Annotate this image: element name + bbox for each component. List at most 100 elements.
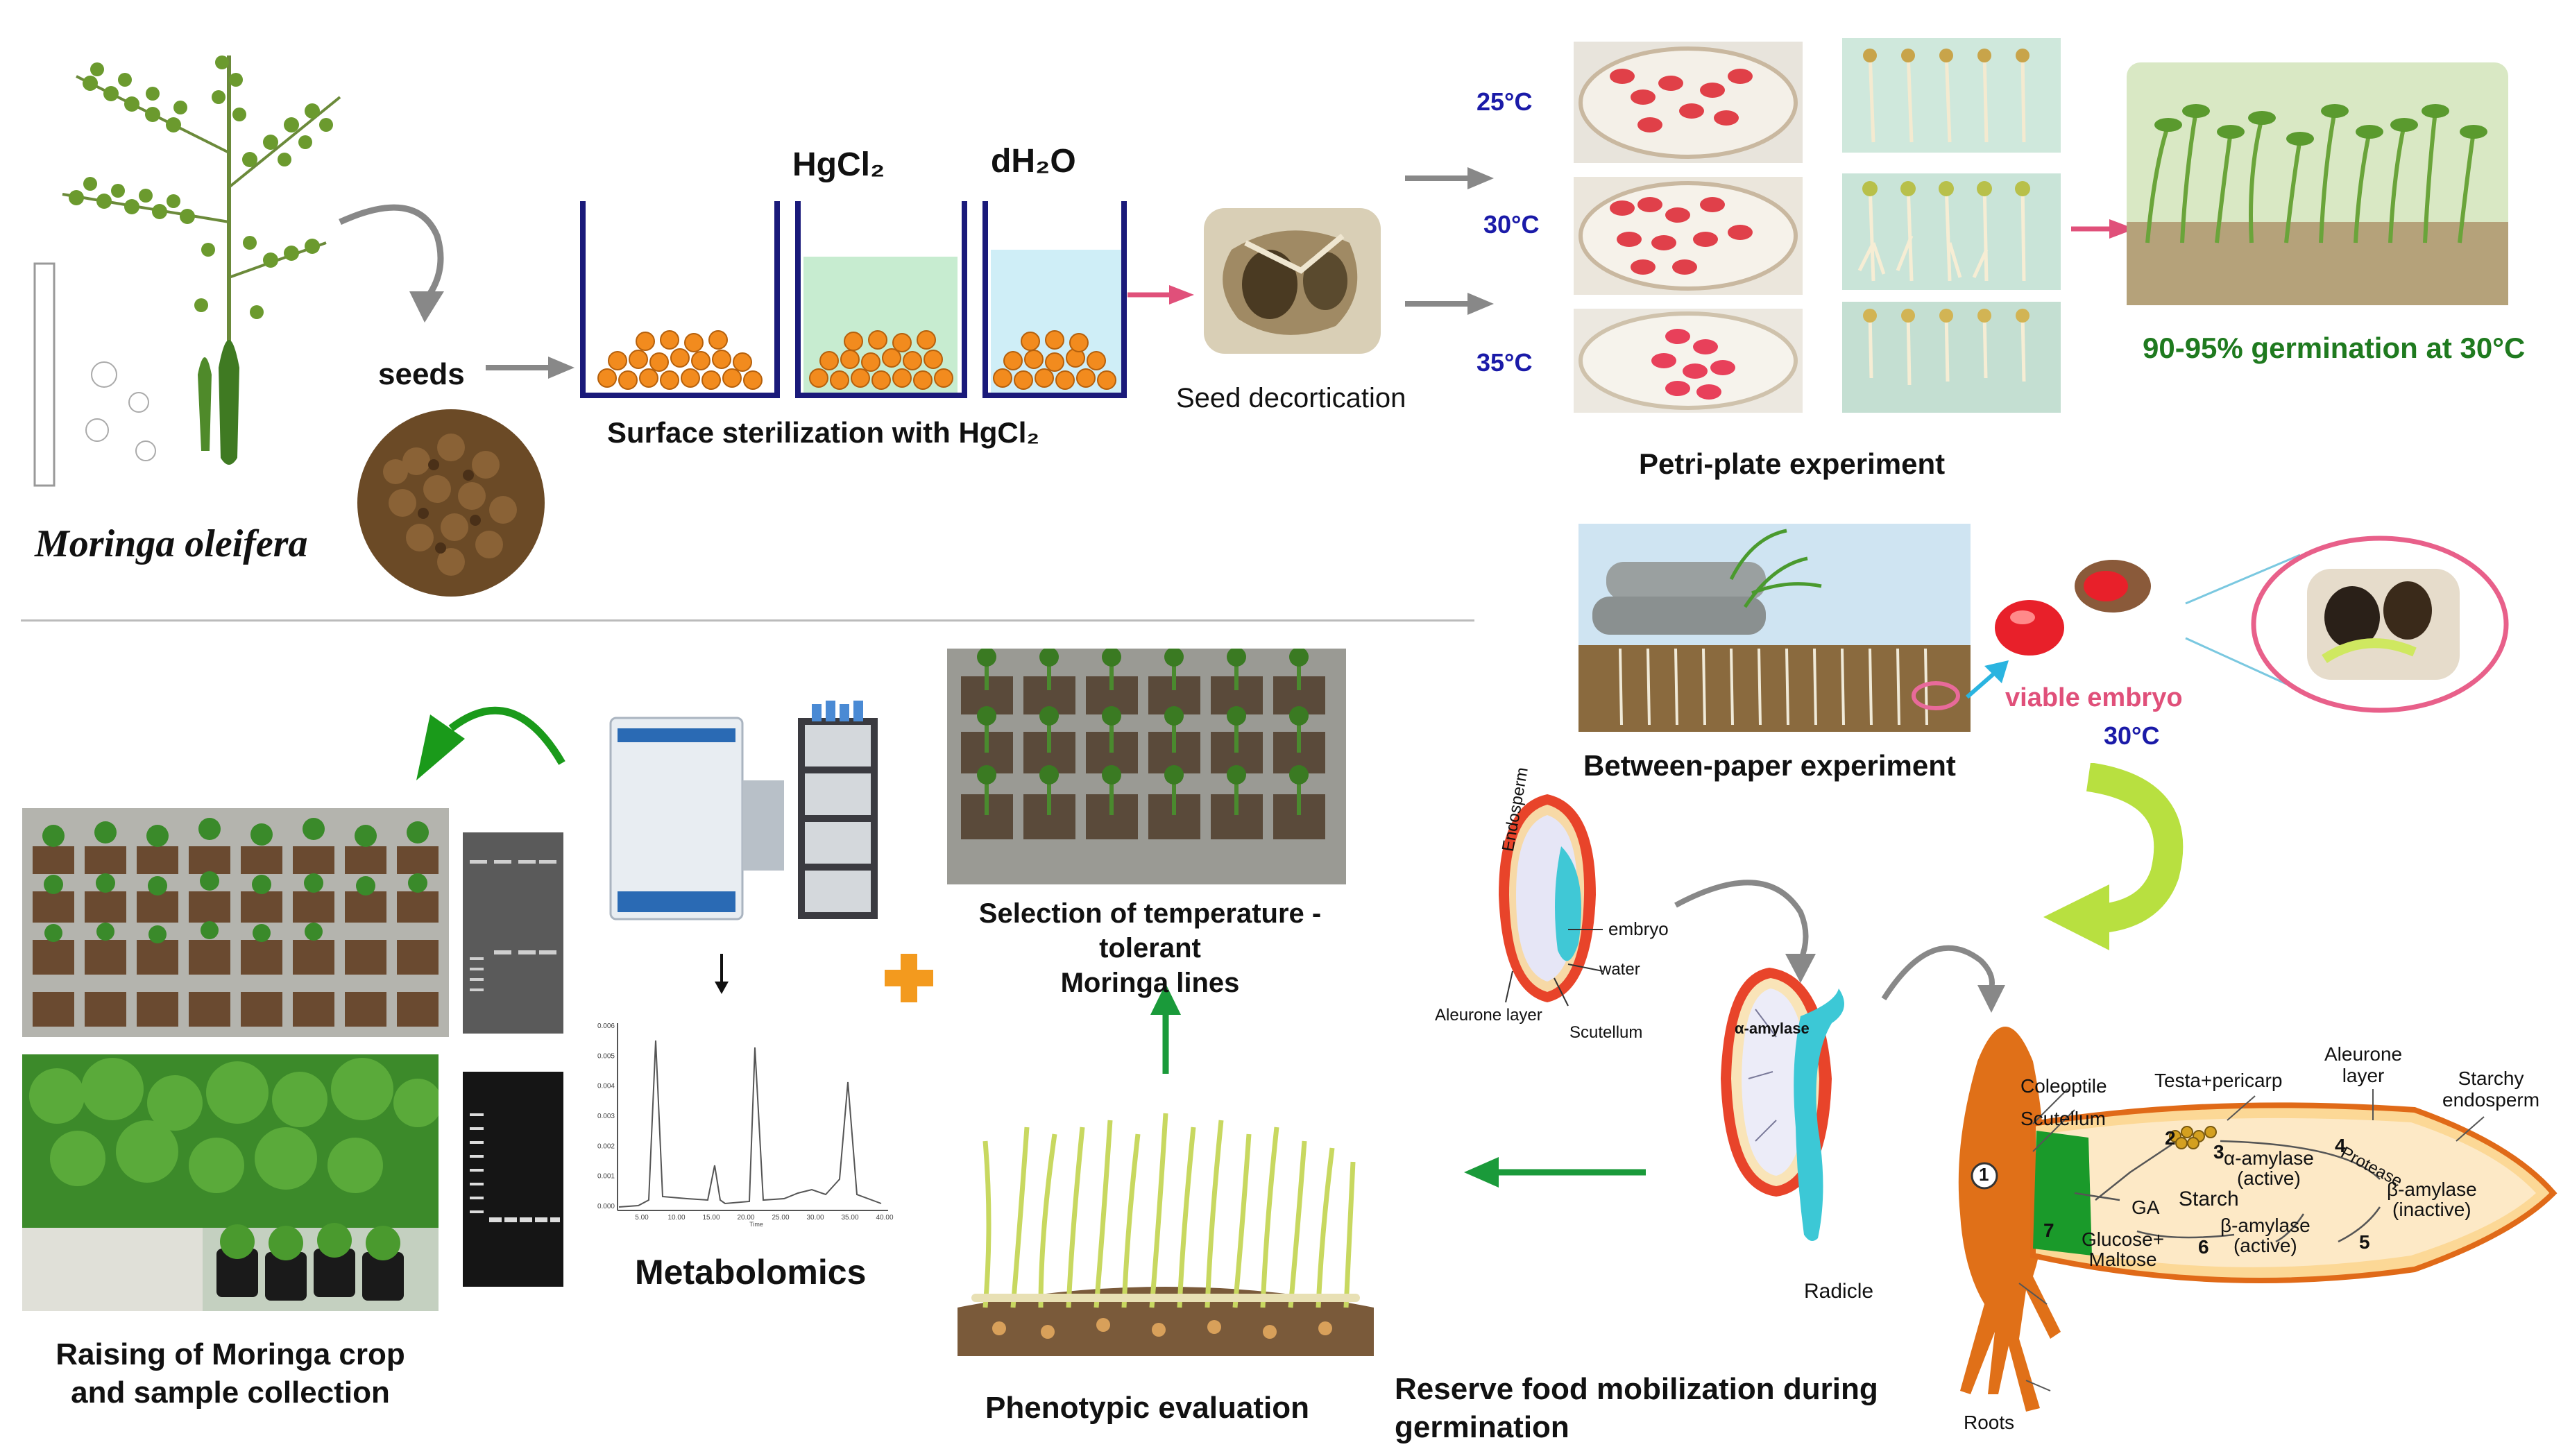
roots-label: Roots [1964,1412,2015,1433]
germination-result: 90-95% germination at 30°C [2143,332,2526,364]
testa-label: Testa+pericarp [2154,1070,2283,1091]
selection-tray-photo [947,649,1346,884]
curved-arrow-icon [1674,880,1816,983]
moringa-plant-illustration [33,55,341,487]
seed-pile-image [357,409,545,597]
seedling-tray-photo [22,808,449,1037]
species-label: Moringa oleifera [35,522,308,565]
x-tick-label: 15.00 [702,1214,720,1222]
arrow-right-icon [1405,167,1494,189]
curved-arrow-icon [339,204,444,323]
seed-section-diagram [1499,794,1596,1002]
arrow-right-icon [1405,293,1494,315]
selection-caption: Selection of temperature - tolerant Mori… [978,898,1322,998]
metabolomics-caption: Metabolomics [635,1253,867,1292]
seedlings-30-image [1842,173,2061,290]
coleoptile-label: Coleoptile [2020,1075,2107,1097]
y-tick-label: 0.005 [597,1052,615,1060]
green-arrow-up-icon [1150,984,1181,1074]
dh2o-label: dH₂O [991,143,1076,180]
viable-embryo-image [1995,560,2151,656]
y-tick-label: 0.006 [597,1022,615,1030]
chromatogram: 0.006 0.005 0.004 0.003 0.002 0.001 0.000 5.00 1… [590,1013,895,1228]
aleurone-layer-label: Aleurone layer [2324,1043,2403,1086]
beta-amylase-active-label: β-amylase (active) [2220,1215,2311,1257]
step-1: 1 [1979,1164,1989,1185]
aleurone-label: Aleurone layer [1435,1006,1542,1025]
curved-arrow-icon [2043,763,2184,950]
temp-label-30: 30°C [1483,210,1540,239]
moringa-crop-photo [22,1054,439,1311]
glucose-maltose-label: Glucose+ Maltose [2082,1228,2165,1271]
cyan-arrow-icon [1966,660,2009,699]
pink-arrow-icon [1127,285,1194,305]
ga-label: GA [2131,1197,2160,1218]
alpha-amylase-label: α-amylase [1735,1020,1810,1037]
step-6: 6 [2198,1236,2209,1258]
petri-dish-30-image [1574,177,1803,295]
y-tick-label: 0.001 [597,1173,615,1181]
seedlings-35-image [1842,302,2061,413]
temp-label-35: 35°C [1477,348,1533,377]
y-tick-label: 0.003 [597,1113,615,1120]
seed-label-lines [1505,929,1603,1007]
scutellum-label: Scutellum [1569,1023,1643,1042]
x-unit-label: Time [749,1221,763,1228]
decortication-caption: Seed decortication [1176,383,1406,413]
step-4: 4 [2335,1135,2346,1156]
petri-dish-25-image [1574,42,1803,163]
embryo-closeup-image [2251,536,2509,713]
plus-icon [885,954,933,1002]
starch-label: Starch [2179,1188,2239,1210]
alpha-amylase-active-label: α-amylase (active) [2224,1147,2314,1190]
y-tick-label: 0.004 [597,1083,615,1090]
step-2: 2 [2165,1127,2176,1149]
pink-arrow-icon [2071,219,2135,239]
scutellum-label-2: Scutellum [2020,1108,2106,1129]
mobilization-caption: Reserve food mobilization during germina… [1395,1372,1878,1444]
starchy-endosperm-label: Starchy endosperm [2442,1068,2540,1111]
green-arrow-left-icon [1464,1157,1646,1188]
gel-image-1 [463,832,563,1034]
x-tick-label: 25.00 [772,1214,789,1222]
step-7: 7 [2043,1219,2054,1241]
embryo-label: embryo [1608,918,1669,939]
green-curved-arrow-icon [416,706,565,780]
step-5: 5 [2359,1231,2370,1253]
petri-caption: Petri-plate experiment [1639,447,1946,480]
y-tick-label: 0.002 [597,1142,615,1150]
raising-caption: Raising of Moringa crop and sample colle… [56,1337,405,1410]
divider [21,619,1474,622]
decorticated-seed-image [1204,208,1381,354]
hgcl2-label: HgCl₂ [792,146,885,183]
phenotypic-caption: Phenotypic evaluation [985,1391,1309,1425]
viable-temp-label: 30°C [2104,721,2160,750]
temp-label-25: 25°C [1477,87,1533,116]
between-paper-photo [1578,524,1971,732]
connector-lines [2185,554,2301,692]
seeds-label: seeds [378,357,465,391]
seedlings-25-image [1842,38,2061,153]
germination-photo [2127,62,2508,305]
x-tick-label: 10.00 [667,1214,685,1222]
phenotypic-photo [944,1086,1388,1363]
beakers-illustration [580,201,1127,398]
x-tick-label: 20.00 [737,1214,754,1222]
x-tick-label: 30.00 [806,1214,824,1222]
x-tick-label: 35.00 [841,1214,858,1222]
arrow-right-icon [486,357,575,379]
viable-embryo-label: viable embryo [2005,683,2183,712]
x-tick-label: 5.00 [635,1214,649,1222]
sterilization-caption: Surface sterilization with HgCl₂ [607,416,1040,449]
lcms-instrument-image [609,701,878,920]
y-tick-label: 0.000 [597,1203,615,1210]
radicle-label: Radicle [1804,1280,1874,1303]
arrow-down-icon [715,954,729,994]
curved-arrow-icon [1881,945,2005,1013]
step-3: 3 [2213,1141,2224,1163]
between-paper-caption: Between-paper experiment [1583,749,1956,782]
germinating-seed-diagram [1721,968,1844,1241]
petri-dish-35-image [1574,309,1803,413]
mobilization-diagram [1958,1027,2558,1412]
water-label: water [1599,960,1640,979]
